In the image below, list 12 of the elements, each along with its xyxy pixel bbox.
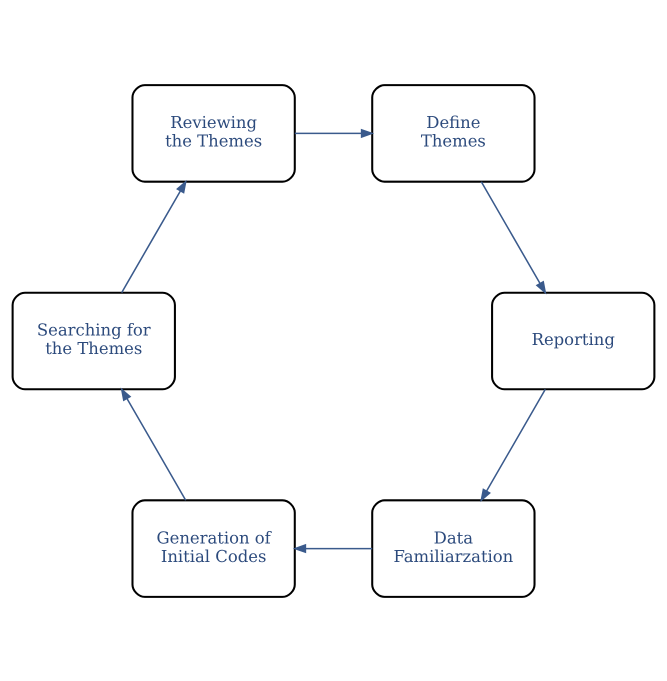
node-box: Define Themes (371, 84, 536, 182)
arrow (292, 543, 372, 553)
arrow (121, 179, 187, 292)
node-box: Reviewing the Themes (131, 84, 296, 182)
arrow (120, 386, 186, 500)
node-box: Searching for the Themes (12, 291, 176, 390)
node-box: Data Familiarzation (371, 498, 536, 598)
arrow (294, 128, 374, 138)
arrow (480, 180, 546, 294)
node-box: Generation of Initial Codes (131, 498, 296, 598)
node-box: Reporting (491, 291, 656, 390)
arrow (480, 388, 546, 502)
